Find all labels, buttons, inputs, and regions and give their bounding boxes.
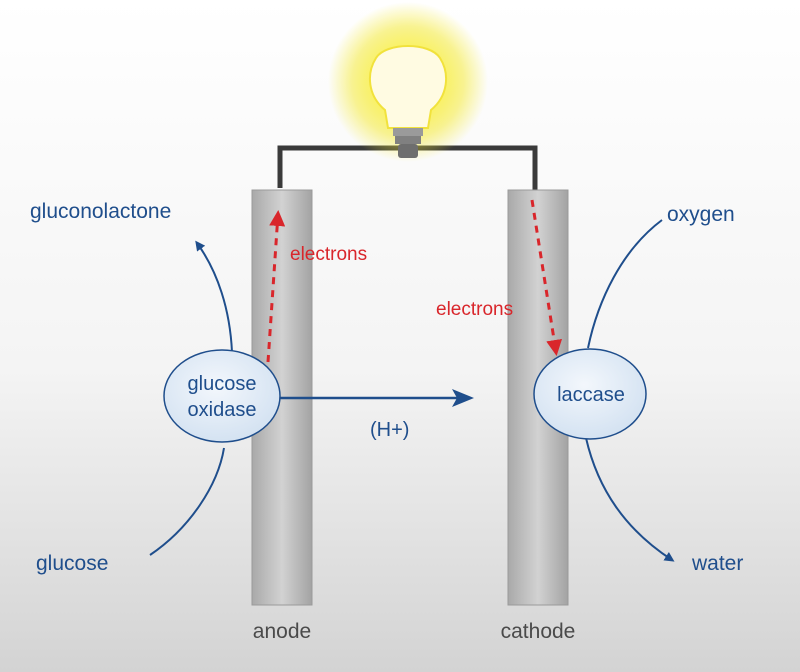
- laccase-oval: [533, 348, 647, 440]
- glucose-oxidase-oval: [163, 349, 281, 443]
- label-glucose: glucose: [36, 552, 108, 575]
- arrow-from-oxygen: [587, 219, 663, 349]
- arrow-from-glucose: [149, 447, 225, 556]
- label-glucose-oxidase-line1: glucose: [188, 373, 257, 395]
- label-oxygen: oxygen: [667, 203, 735, 226]
- arrow-to-gluconolactone: [195, 240, 233, 353]
- label-electrons-cathode: electrons: [436, 299, 513, 320]
- arrow-to-water: [585, 437, 675, 562]
- label-gluconolactone: gluconolactone: [30, 200, 171, 223]
- electron-arrow-anode: [266, 210, 286, 363]
- label-cathode: cathode: [501, 620, 576, 643]
- light-bulb-icon: [328, 2, 488, 162]
- label-water: water: [691, 552, 743, 575]
- label-proton: (H+): [370, 419, 409, 441]
- label-anode: anode: [253, 620, 311, 643]
- label-laccase: laccase: [557, 384, 625, 406]
- label-glucose-oxidase-line2: oxidase: [188, 399, 257, 421]
- label-electrons-anode: electrons: [290, 244, 367, 265]
